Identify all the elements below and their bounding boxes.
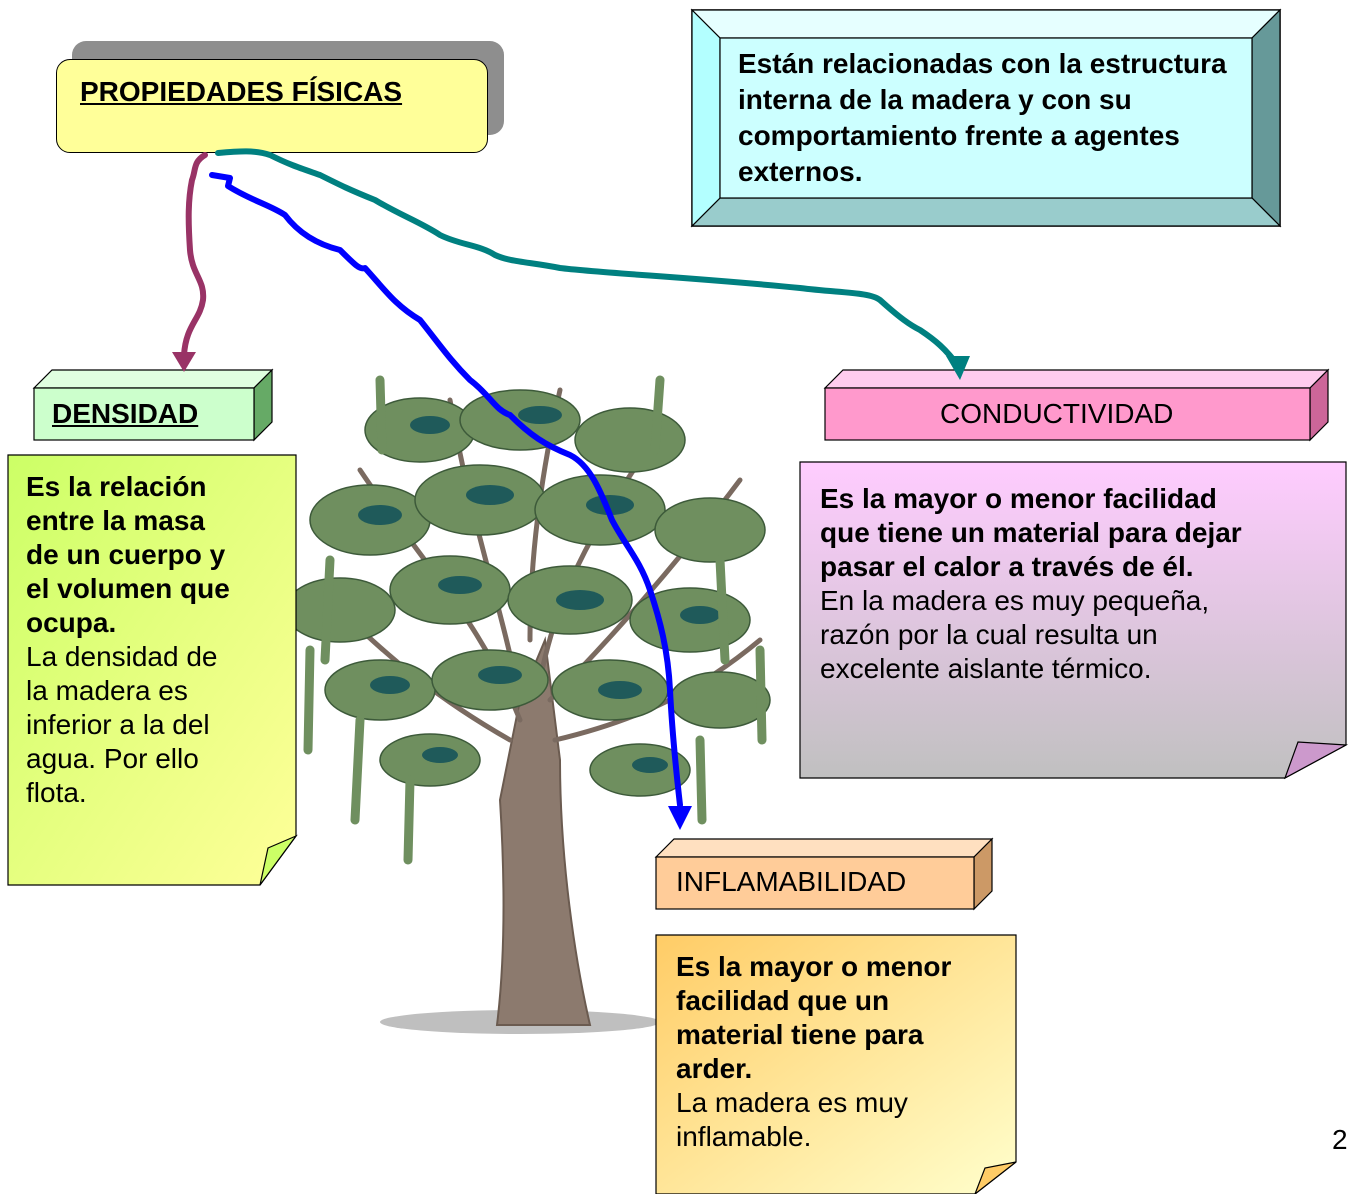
conductividad-detail-line: excelente aislante térmico.: [820, 653, 1152, 684]
densidad-definition-line: entre la masa: [26, 505, 205, 536]
info-box: [690, 8, 1282, 228]
densidad-note-text: Es la relación entre la masa de un cuerp…: [26, 470, 230, 810]
title-box: [56, 59, 488, 153]
arrow-to-densidad: [181, 152, 208, 358]
conductividad-label: CONDUCTIVIDAD: [940, 398, 1174, 429]
conductividad-definition-line: Es la mayor o menor facilidad: [820, 483, 1217, 514]
densidad-detail-line: agua. Por ello: [26, 743, 199, 774]
inflamabilidad-detail-line: La madera es muy: [676, 1087, 908, 1118]
conductividad-label-box: [823, 368, 1330, 442]
inflamabilidad-definition-line: facilidad que un: [676, 985, 890, 1016]
arrow-to-inflamabilidad: [209, 172, 683, 808]
diagram-title: PROPIEDADES FÍSICAS: [80, 76, 403, 107]
inflamabilidad-definition-line: material tiene para: [676, 1019, 924, 1050]
conductividad-detail-line: En la madera es muy pequeña,: [820, 585, 1210, 616]
densidad-definition-line: de un cuerpo y: [26, 539, 226, 570]
tree-illustration: [284, 375, 771, 1034]
inflamabilidad-detail-line: inflamable.: [676, 1121, 812, 1152]
conductividad-definition-line: pasar el calor a través de él.: [820, 551, 1194, 582]
inflamabilidad-definition-line: arder.: [676, 1053, 753, 1084]
inflamabilidad-definition-line: Es la mayor o menor: [676, 951, 952, 982]
densidad-label: DENSIDAD: [52, 398, 199, 429]
inflamabilidad-note: [655, 934, 1017, 1194]
densidad-definition-line: ocupa.: [26, 607, 117, 638]
inflamabilidad-label-box: [654, 837, 994, 911]
densidad-definition-line: Es la relación: [26, 471, 207, 502]
page-number: 2: [1332, 1124, 1348, 1155]
densidad-definition-line: el volumen que: [26, 573, 230, 604]
conductividad-note: [799, 461, 1349, 780]
inflamabilidad-label: INFLAMABILIDAD: [676, 866, 907, 897]
conductividad-definition-line: que tiene un material para dejar: [820, 517, 1242, 548]
densidad-note: [7, 454, 298, 886]
conductividad-note-text: Es la mayor o menor facilidad que tiene …: [820, 482, 1242, 686]
densidad-detail-line: flota.: [26, 777, 87, 808]
densidad-detail-line: la madera es: [26, 675, 188, 706]
inflamabilidad-note-text: Es la mayor o menor facilidad que un mat…: [676, 950, 951, 1154]
densidad-detail-line: inferior a la del: [26, 709, 210, 740]
conductividad-detail-line: razón por la cual resulta un: [820, 619, 1158, 650]
arrowhead-inflamabilidad: [668, 806, 692, 830]
info-text: Están relacionadas con la estructura int…: [738, 48, 1227, 187]
arrowhead-conductividad: [946, 356, 970, 380]
arrowhead-densidad: [172, 352, 196, 372]
arrow-to-conductividad: [215, 148, 963, 371]
densidad-detail-line: La densidad de: [26, 641, 218, 672]
densidad-label-box: [32, 368, 274, 442]
